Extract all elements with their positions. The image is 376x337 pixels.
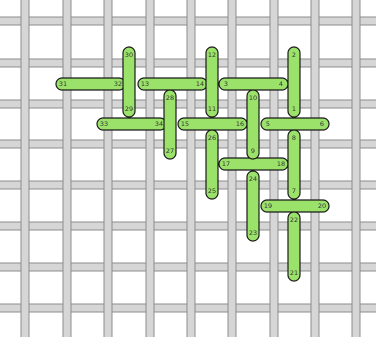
stitch-number-label: 31: [59, 80, 67, 88]
grid-rod-vertical: [311, 0, 319, 337]
stitch-number-label: 14: [196, 80, 204, 88]
stitch-number-label: 32: [114, 80, 122, 88]
stitch-number-label: 2: [292, 51, 296, 59]
grid-rod-vertical: [21, 0, 29, 337]
grid-rod-vertical: [146, 0, 154, 337]
stitch-bar: [219, 78, 288, 90]
stitch-number-label: 6: [320, 120, 324, 128]
stitch-v-26-25: 26 25: [206, 130, 218, 199]
stitch-number-label: 4: [279, 80, 283, 88]
stitch-number-label: 29: [125, 105, 133, 113]
stitch-v-12-11: 12 11: [206, 47, 218, 117]
stitch-number-label: 22: [290, 216, 298, 224]
stitch-number-label: 5: [266, 120, 270, 128]
stitch-v-24-23: 24 23: [247, 171, 259, 241]
stitch-number-label: 24: [249, 175, 257, 183]
stitch-number-label: 25: [208, 187, 216, 195]
stitch-v-30-29: 30 29: [123, 47, 135, 117]
grid-rod-vertical: [352, 0, 360, 337]
stitch-number-label: 30: [125, 51, 133, 59]
stitch-v-8-7: 87: [288, 130, 300, 199]
stitch-number-label: 26: [208, 134, 216, 142]
stitch-number-label: 23: [249, 229, 257, 237]
stitch-number-label: 1: [292, 105, 296, 113]
stitch-v-28-27: 28 27: [164, 90, 176, 159]
stitch-number-label: 18: [277, 160, 285, 168]
stitch-number-label: 28: [166, 94, 174, 102]
stitch-number-label: 7: [292, 187, 296, 195]
stitch-number-label: 19: [264, 202, 272, 210]
stitch-v-2-1: 21: [288, 47, 300, 117]
grid-rod-vertical: [187, 0, 195, 337]
stitch-number-label: 13: [141, 80, 149, 88]
stitch-v-22-21: 22 21: [288, 212, 300, 281]
stitch-number-label: 17: [222, 160, 230, 168]
stitch-number-label: 9: [251, 147, 255, 155]
grid-rod-vertical: [104, 0, 112, 337]
stitch-number-label: 10: [249, 94, 257, 102]
stitch-number-label: 11: [208, 105, 216, 113]
stitch-number-label: 27: [166, 147, 174, 155]
stitch-number-label: 33: [100, 120, 108, 128]
stitch-number-label: 20: [318, 202, 326, 210]
stitch-h-31-32: 31 32: [56, 78, 125, 90]
stitch-number-label: 3: [224, 80, 228, 88]
stitch-number-label: 15: [181, 120, 189, 128]
stitch-h-13-14: 13 14: [138, 78, 207, 90]
stitch-number-label: 8: [292, 134, 296, 142]
stitch-h-33-34: 33 34: [97, 118, 166, 130]
stitch-number-label: 34: [155, 120, 163, 128]
stitch-v-10-9: 10 9: [247, 90, 259, 159]
stitch-number-label: 12: [208, 51, 216, 59]
stitch-number-label: 21: [290, 269, 298, 277]
grid-rod-vertical: [63, 0, 71, 337]
stitch-bar: [261, 118, 329, 130]
stitch-number-label: 16: [236, 120, 244, 128]
